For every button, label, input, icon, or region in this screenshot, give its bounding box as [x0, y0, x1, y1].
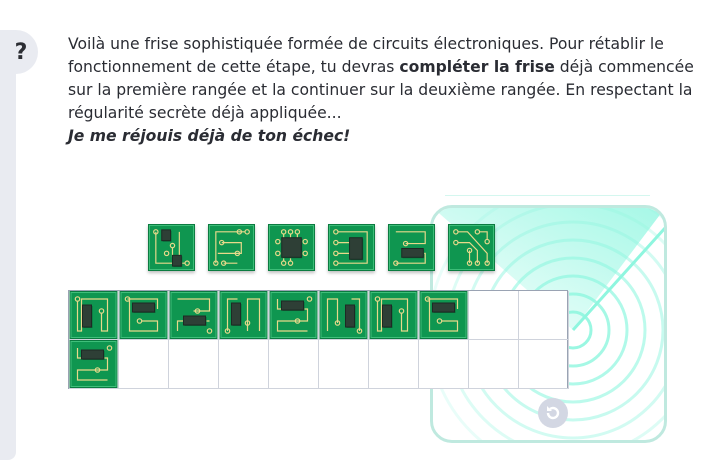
grid-cell-empty[interactable]	[519, 340, 569, 389]
reset-icon	[546, 406, 560, 420]
reset-button[interactable]	[538, 398, 568, 428]
grid-cell-empty[interactable]	[269, 340, 319, 389]
help-button[interactable]: ?	[0, 30, 38, 74]
palette-tile-s-horizontal-chip[interactable]	[388, 224, 435, 271]
grid-cell-empty[interactable]	[369, 340, 419, 389]
divider	[445, 195, 650, 196]
sidebar-strip	[0, 30, 16, 460]
grid-cell-empty[interactable]	[219, 340, 269, 389]
grid-cell-filled[interactable]	[119, 291, 169, 340]
palette-tile-traces-s[interactable]	[208, 224, 255, 271]
grid-cell-filled[interactable]	[69, 291, 119, 340]
palette-tile-vertical-chip-e[interactable]	[328, 224, 375, 271]
instructions: Voilà une frise sophistiquée formée de c…	[68, 35, 694, 145]
palette-tile-square-chip[interactable]	[268, 224, 315, 271]
grid-cell-filled[interactable]	[69, 340, 119, 389]
grid-cell-empty[interactable]	[469, 291, 519, 340]
grid-cell-filled[interactable]	[319, 291, 369, 340]
grid-cell-filled[interactable]	[369, 291, 419, 340]
question-mark-icon: ?	[14, 39, 28, 65]
radar-panel	[430, 205, 667, 443]
grid-cell-filled[interactable]	[419, 291, 469, 340]
grid-cell-filled[interactable]	[269, 291, 319, 340]
grid-cell-empty[interactable]	[519, 291, 569, 340]
grid-cell-empty[interactable]	[169, 340, 219, 389]
palette-tile-diagonal-traces[interactable]	[448, 224, 495, 271]
grid-cell-empty[interactable]	[319, 340, 369, 389]
grid-cell-empty[interactable]	[419, 340, 469, 389]
taunt: Je me réjouis déjà de ton échec!	[68, 127, 351, 145]
frieze-grid	[68, 290, 569, 389]
grid-cell-filled[interactable]	[169, 291, 219, 340]
grid-cell-filled[interactable]	[219, 291, 269, 340]
palette-tile-two-chips[interactable]	[148, 224, 195, 271]
grid-cell-empty[interactable]	[119, 340, 169, 389]
grid-cell-empty[interactable]	[469, 340, 519, 389]
